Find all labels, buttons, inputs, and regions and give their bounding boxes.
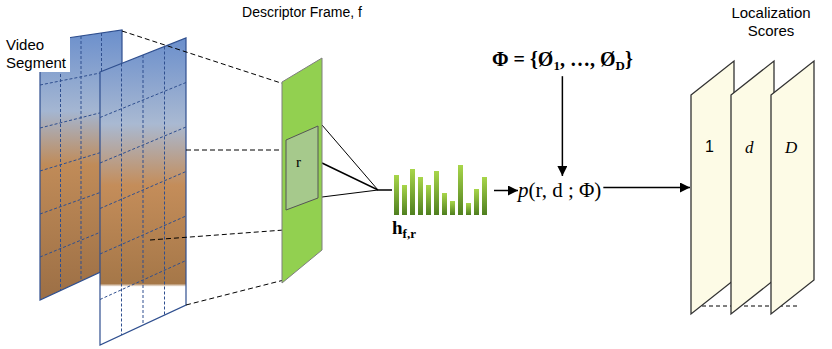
score-plane (691, 61, 734, 314)
connector (562, 76, 564, 176)
scores-label: Localization Scores (716, 4, 826, 40)
grid-line (121, 64, 122, 336)
video-frame-front (100, 38, 186, 345)
grid-line (100, 172, 186, 209)
histogram-bar (410, 169, 415, 215)
plane-shape (690, 60, 735, 315)
histogram-bar (458, 165, 463, 215)
parameter-text: } (625, 48, 633, 70)
histogram-bar (474, 189, 479, 215)
frame-title: Descriptor Frame, f (242, 4, 362, 21)
probability-function: p(r, d ; Φ) (518, 178, 601, 203)
descriptor-subscript: f,r (403, 226, 416, 241)
function-arguments: (r, d ; Φ) (529, 178, 602, 202)
connector (322, 163, 392, 190)
score-plane (731, 61, 774, 314)
grid-line (100, 216, 186, 254)
plane-shape (770, 60, 815, 315)
parameter-text: , …, Ø (560, 48, 616, 70)
histogram-bar (450, 201, 455, 215)
histogram-bar (482, 177, 487, 215)
histogram-bar (442, 193, 447, 215)
score-index: 1 (705, 138, 714, 156)
projection-line (122, 31, 284, 84)
function-symbol: p (518, 178, 529, 202)
plane-shape (730, 60, 775, 315)
histogram-bar (394, 175, 399, 215)
frame-shape (282, 58, 322, 283)
projection-line (186, 280, 284, 305)
video-frame (100, 38, 186, 345)
score-map: d (730, 60, 775, 315)
pyramid-line (322, 190, 378, 197)
parameter-set: Φ = {Ø1, …, ØD} (492, 48, 633, 74)
histogram-bars (392, 145, 492, 217)
score-index: D (785, 138, 797, 158)
histogram-bar (466, 203, 471, 215)
histogram-caption: hf,r (392, 217, 416, 242)
descriptor-frame: Descriptor Frame, fr (282, 58, 322, 283)
projection-line (150, 230, 284, 240)
projection-line (186, 150, 284, 151)
region-label: r (296, 154, 301, 171)
parameter-text: Φ = {Ø (492, 48, 553, 70)
histogram: hf,r (392, 145, 492, 245)
grid-line (100, 261, 186, 300)
parameter-subscript: D (615, 58, 624, 73)
grid-line (100, 127, 186, 163)
connector (494, 190, 518, 192)
parameter-subscript: 1 (553, 58, 560, 73)
histogram-bar (426, 185, 431, 215)
stack-line (702, 306, 800, 307)
score-plane (771, 61, 814, 314)
score-index: d (745, 138, 754, 158)
descriptor-symbol: h (392, 217, 403, 238)
score-map: 1 (690, 60, 735, 315)
pyramid-line (322, 125, 378, 190)
score-map: D (770, 60, 815, 315)
frame-plane (282, 58, 322, 283)
histogram-bar (434, 171, 439, 215)
histogram-bar (402, 185, 407, 215)
histogram-bar (418, 177, 423, 215)
connector (603, 187, 690, 189)
grid-line (100, 83, 186, 118)
region-cell (286, 126, 318, 210)
segment-label: Video Segment (4, 36, 70, 72)
